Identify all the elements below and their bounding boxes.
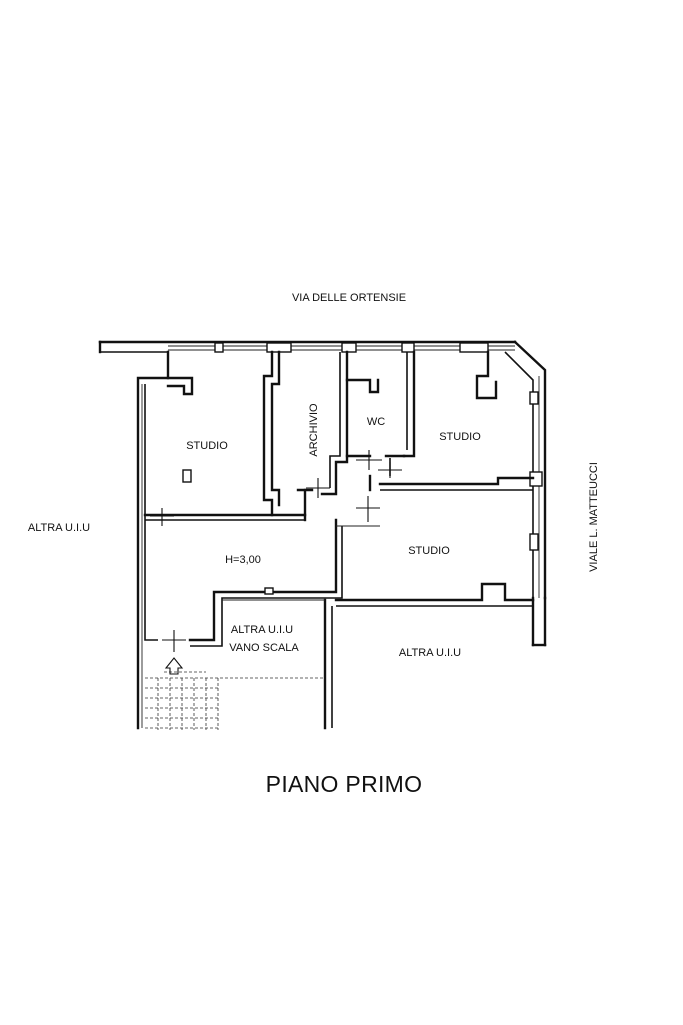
neighbor-walls (222, 598, 547, 730)
street-right-label: VIALE L. MATTEUCCI (588, 462, 600, 572)
neighbor-label-bottom-right: ALTRA U.I.U (399, 647, 461, 659)
plan-title: PIANO PRIMO (266, 771, 423, 797)
neighbor-label-left: ALTRA U.I.U (28, 522, 90, 534)
street-top-label: VIA DELLE ORTENSIE (292, 292, 406, 304)
room-label-hall-height: H=3,00 (225, 554, 261, 566)
studio-right-walls (368, 350, 535, 492)
top-facade-pillars (214, 342, 489, 353)
studio-left-walls (143, 350, 307, 521)
door-symbols (150, 450, 402, 652)
wc-walls (345, 350, 416, 476)
room-label-studio-right: STUDIO (439, 431, 481, 443)
neighbor-label-stair-2: VANO SCALA (229, 642, 299, 654)
room-label-wc: WC (367, 416, 385, 428)
top-facade-wall (98, 340, 517, 354)
neighbor-label-stair-1: ALTRA U.I.U (231, 624, 293, 636)
stair-steps (145, 671, 325, 730)
archivio-walls (296, 350, 349, 522)
room-label-studio-left: STUDIO (186, 440, 228, 452)
room-label-studio-center: STUDIO (408, 545, 450, 557)
room-label-archivio: ARCHIVIO (308, 403, 320, 457)
entrance-arrow-icon (164, 657, 184, 675)
left-outer-wall (136, 350, 170, 730)
hall-and-studio-center-walls (188, 518, 535, 647)
